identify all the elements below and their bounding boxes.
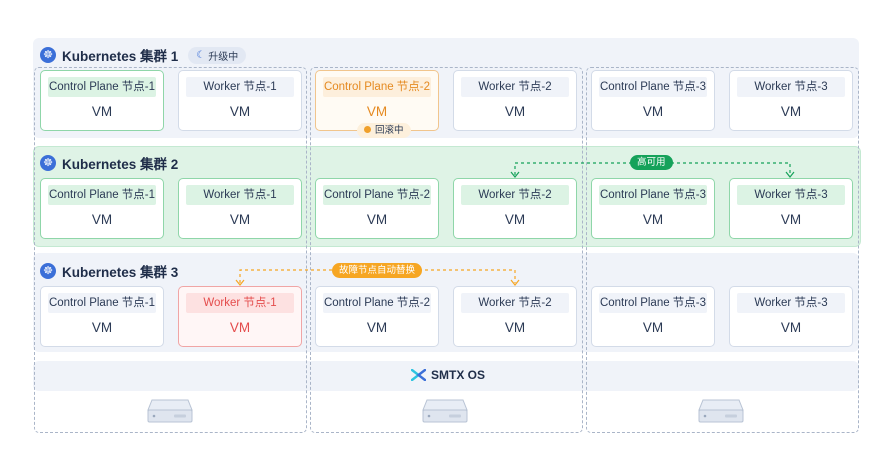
vm-label: VM xyxy=(366,212,388,227)
node-label: Worker 节点-2 xyxy=(461,185,569,205)
smtx-logo-icon xyxy=(411,369,426,381)
kubernetes-helm-icon: ☸ xyxy=(40,155,56,171)
ha-arrow-right xyxy=(785,171,795,178)
ha-arrow-left xyxy=(510,171,520,178)
os-label: SMTX OS xyxy=(411,368,485,382)
host-column-1 xyxy=(34,67,307,433)
vm-label: VM xyxy=(229,212,251,227)
upgrade-status-badge: ☾ 升级中 xyxy=(188,46,247,64)
cluster-3-title-text: Kubernetes 集群 3 xyxy=(62,265,179,280)
host-column-3 xyxy=(586,67,859,433)
node-label: Control Plane 节点-3 xyxy=(599,185,707,205)
kubernetes-helm-icon: ☸ xyxy=(40,47,56,63)
failover-badge: 故障节点自动替换 xyxy=(332,263,423,278)
server-icon xyxy=(147,399,193,423)
node-label: Worker 节点-2 xyxy=(461,77,569,97)
node-label: Worker 节点-3 xyxy=(737,185,845,205)
node-label: Worker 节点-3 xyxy=(737,77,845,97)
cluster-2-band xyxy=(33,146,861,247)
status-dot-icon xyxy=(364,126,371,133)
vm-label: VM xyxy=(91,104,113,119)
vm-label: VM xyxy=(780,320,802,335)
vm-label: VM xyxy=(642,320,664,335)
failover-arrow-left xyxy=(235,279,245,286)
cluster-2-title-text: Kubernetes 集群 2 xyxy=(62,157,179,172)
vm-label: VM xyxy=(366,320,388,335)
node-label: Worker 节点-2 xyxy=(461,293,569,313)
failover-arrow-right xyxy=(510,279,520,286)
vm-label: VM xyxy=(642,212,664,227)
node-label: Control Plane 节点-2 xyxy=(323,185,431,205)
node-label: Control Plane 节点-3 xyxy=(599,77,707,97)
vm-label: VM xyxy=(91,320,113,335)
vm-label: VM xyxy=(780,104,802,119)
rollback-badge: 回滚中 xyxy=(357,123,411,138)
server-icon xyxy=(698,399,744,423)
node-label: Worker 节点-1 xyxy=(186,293,294,313)
node-label: Control Plane 节点-3 xyxy=(599,293,707,313)
high-availability-connector xyxy=(514,162,791,175)
node-label: Control Plane 节点-2 xyxy=(323,77,431,97)
node-label: Control Plane 节点-2 xyxy=(323,293,431,313)
cluster-1-band xyxy=(33,38,859,138)
vm-label: VM xyxy=(504,212,526,227)
node-label: Control Plane 节点-1 xyxy=(48,293,156,313)
node-label: Worker 节点-1 xyxy=(186,77,294,97)
rollback-text: 回滚中 xyxy=(375,125,404,136)
host-column-2 xyxy=(310,67,583,433)
cluster-2-title: ☸ Kubernetes 集群 2 xyxy=(40,153,178,173)
node-label: Control Plane 节点-1 xyxy=(48,185,156,205)
vm-label: VM xyxy=(366,104,388,119)
upgrade-status-text: 升级中 xyxy=(208,51,239,63)
kubernetes-helm-icon: ☸ xyxy=(40,263,56,279)
high-availability-badge: 高可用 xyxy=(630,155,673,170)
node-label: Worker 节点-1 xyxy=(186,185,294,205)
os-band xyxy=(33,361,859,391)
node-label: Worker 节点-3 xyxy=(737,293,845,313)
vm-label: VM xyxy=(504,320,526,335)
cluster-3-title: ☸ Kubernetes 集群 3 xyxy=(40,261,178,281)
cluster-1-title-text: Kubernetes 集群 1 xyxy=(62,49,179,64)
vm-label: VM xyxy=(504,104,526,119)
server-icon xyxy=(422,399,468,423)
vm-label: VM xyxy=(642,104,664,119)
os-label-text: SMTX OS xyxy=(431,368,486,382)
node-label: Control Plane 节点-1 xyxy=(48,77,156,97)
vm-label: VM xyxy=(91,212,113,227)
vm-label: VM xyxy=(229,104,251,119)
vm-label: VM xyxy=(229,320,251,335)
cluster-1-title: ☸ Kubernetes 集群 1 ☾ 升级中 xyxy=(40,45,247,65)
vm-label: VM xyxy=(780,212,802,227)
spinner-icon: ☾ xyxy=(196,49,206,61)
